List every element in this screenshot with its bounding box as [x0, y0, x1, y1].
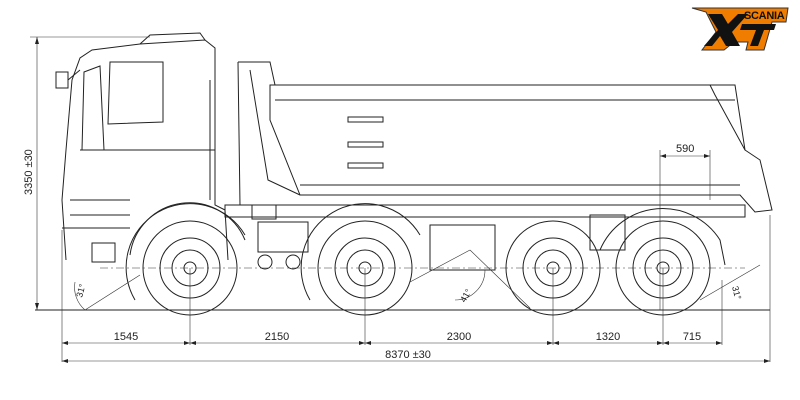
approach-angle-label: 31° [74, 282, 87, 298]
ramp-angle-line-1 [409, 249, 471, 283]
wheelbase-1-label: 2150 [265, 331, 289, 343]
wheelbase-3-label: 1320 [596, 331, 620, 343]
wheel-axle-1 [125, 203, 246, 316]
wheelbase-2-label: 2300 [447, 331, 471, 343]
front-overhang-label: 1545 [114, 331, 138, 343]
wheels [125, 203, 726, 316]
dimension-chain: 1545 2150 2300 1320 715 8370 ±30 [62, 331, 770, 363]
chassis [224, 204, 746, 271]
wheel-axle-4 [599, 208, 726, 316]
rear-top-label: 590 [676, 143, 694, 155]
ramp-angle-label: 41° [458, 287, 474, 304]
departure-angle-label: 31° [730, 285, 743, 301]
overall-length-label: 8370 ±30 [385, 349, 431, 361]
approach-angle-line [84, 274, 141, 311]
height-dimension: 3350 ±30 [23, 36, 150, 310]
ramp-angle-line-2 [469, 249, 531, 309]
cab [55, 32, 246, 263]
rear-overhang-label: 715 [683, 331, 701, 343]
dump-body [237, 61, 773, 213]
rear-top-dimension: 590 [659, 143, 711, 310]
wheel-axle-2 [300, 203, 421, 316]
logo-brand-text: SCANIA [744, 10, 785, 22]
scania-xt-logo [691, 7, 789, 51]
departure-angle-line [699, 264, 761, 301]
extension-lines [61, 215, 771, 362]
height-label: 3350 ±30 [23, 149, 35, 195]
